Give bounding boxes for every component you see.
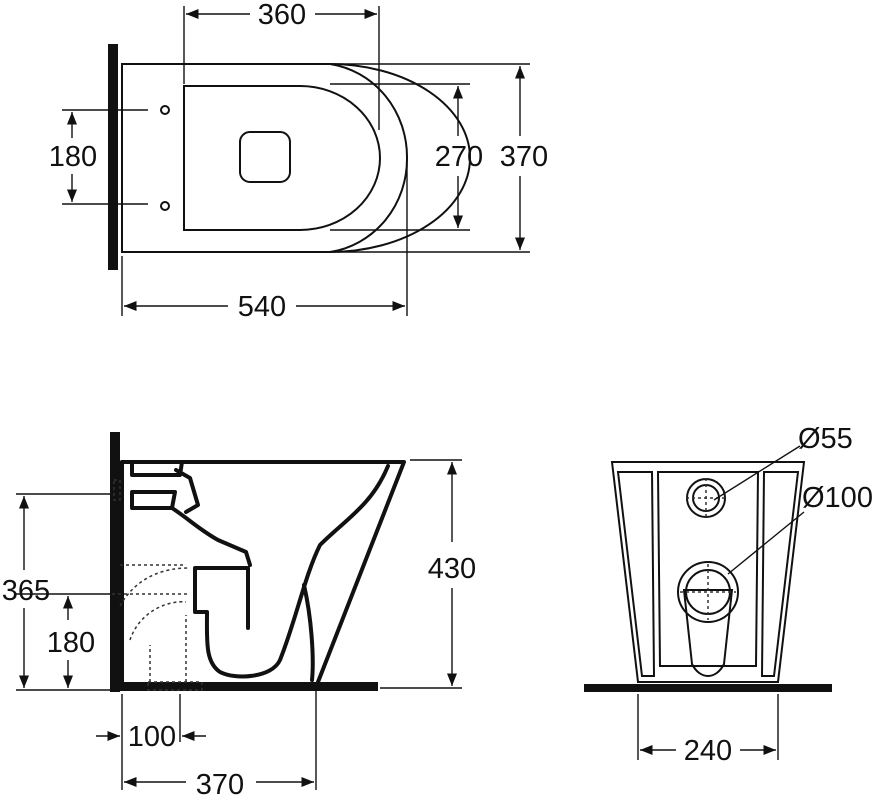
top-inner-bowl <box>239 131 291 183</box>
side-inlet-top <box>130 460 184 477</box>
back-right-panel <box>760 471 800 677</box>
top-seat-opening <box>183 85 381 231</box>
side-inlet-nose <box>174 468 200 514</box>
top-bowl-outline <box>121 63 471 253</box>
back-centerlines <box>680 478 736 620</box>
top-outer-depth-label: 370 <box>500 141 548 173</box>
side-outlet-height-label: 180 <box>47 627 95 659</box>
side-height-label: 430 <box>428 553 476 585</box>
side-length-label: 370 <box>196 769 244 800</box>
side-rim-channel <box>170 506 252 567</box>
top-wall <box>108 44 118 270</box>
side-hidden-outlet <box>112 564 190 682</box>
top-view: 360 180 270 370 540 <box>49 0 548 323</box>
side-outer-shell <box>120 460 406 684</box>
back-floor <box>584 684 832 692</box>
top-inner-depth-label: 270 <box>435 141 483 173</box>
side-hidden-floor-flange <box>147 681 203 691</box>
back-left-panel <box>616 471 656 677</box>
back-outlet-channel <box>682 589 734 677</box>
back-center-panel <box>656 471 760 667</box>
back-width-label: 240 <box>684 735 732 767</box>
side-outlet-offset-label: 100 <box>128 721 176 753</box>
back-view: Ø55 Ø100 240 <box>584 423 873 767</box>
top-fixing-hole-upper <box>160 105 170 115</box>
side-wall <box>110 432 120 692</box>
side-inlet-body <box>130 490 177 510</box>
side-view: 365 180 430 100 370 <box>2 432 476 800</box>
side-floor <box>112 682 378 691</box>
back-inlet-diameter-label: Ø55 <box>798 423 853 455</box>
side-inlet-height-label: 365 <box>2 575 50 607</box>
back-outline <box>610 461 806 683</box>
side-hidden-inlet-flange <box>113 479 121 501</box>
side-trapway <box>302 583 315 682</box>
back-outlet-diameter-label: Ø100 <box>802 482 873 514</box>
side-inner-bowl <box>193 464 390 679</box>
top-hole-spacing-label: 180 <box>49 141 97 173</box>
top-length-label: 540 <box>238 291 286 323</box>
top-fixing-hole-lower <box>160 201 170 211</box>
top-width-label: 360 <box>258 0 306 31</box>
back-outlet-outer <box>677 561 739 623</box>
top-rim-curve <box>329 63 409 253</box>
